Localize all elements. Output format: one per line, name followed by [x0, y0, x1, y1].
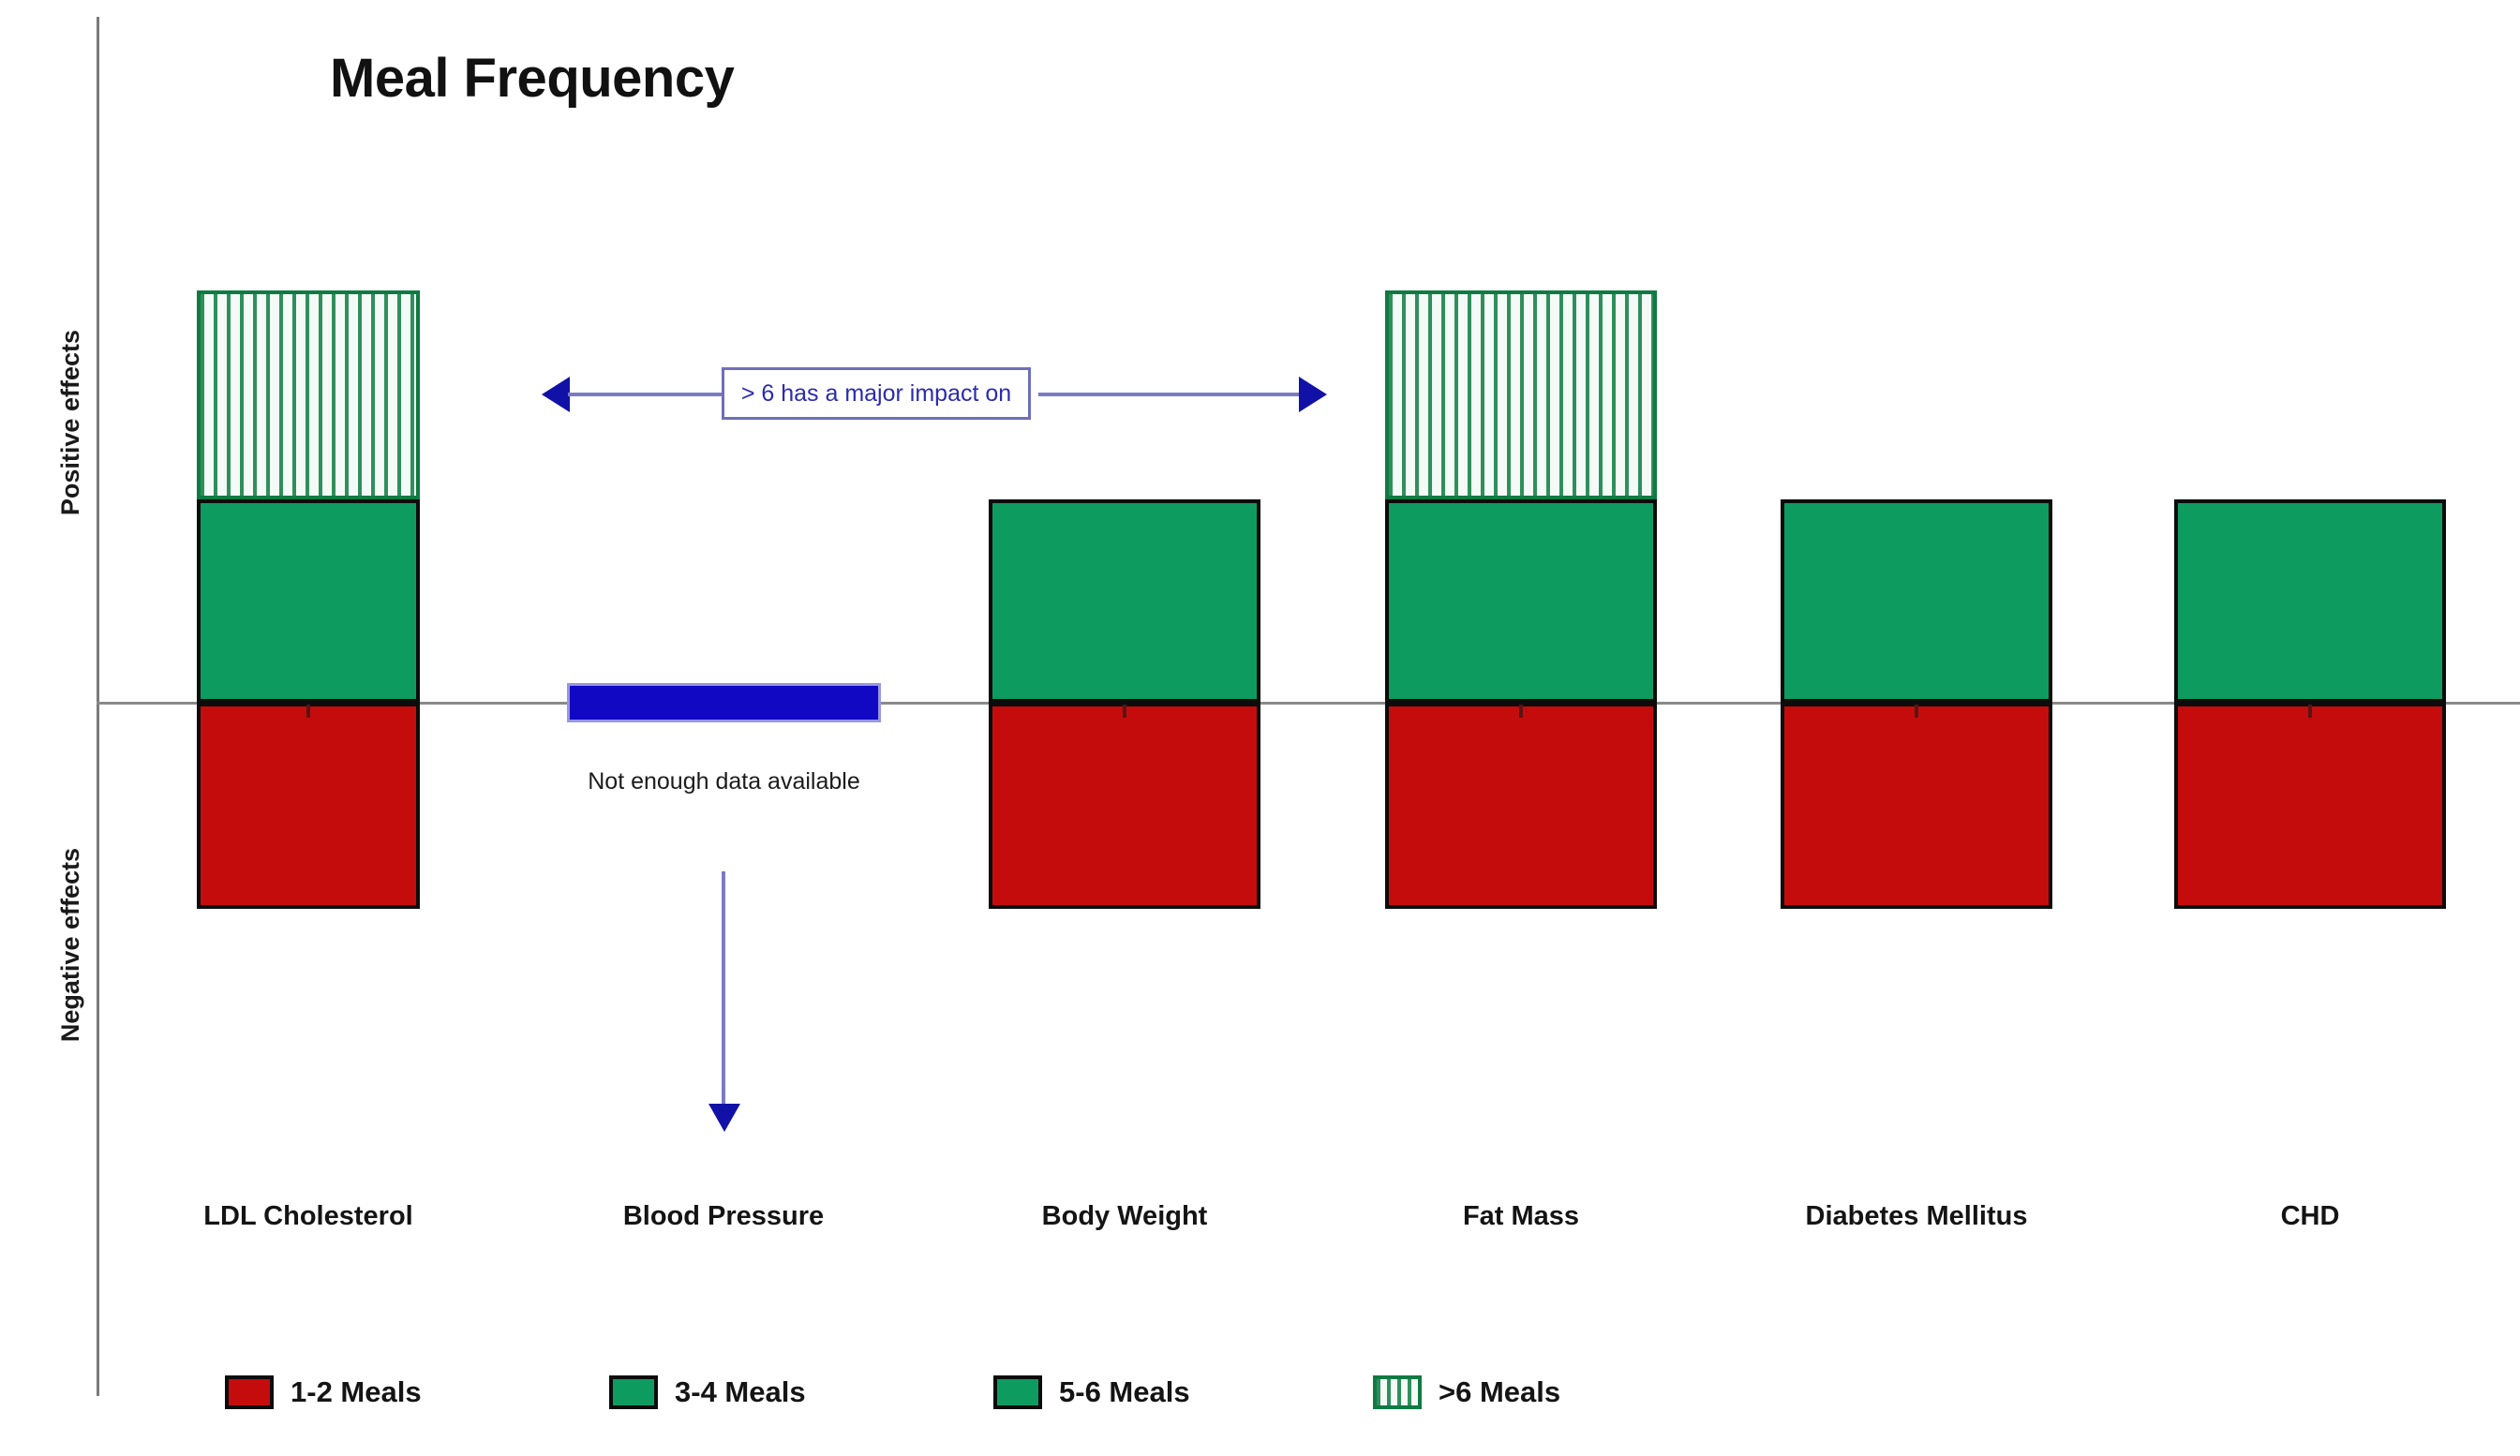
bar-segment-1-2-meals[interactable]	[989, 703, 1260, 909]
bar-segment-green-positive[interactable]	[1385, 499, 1657, 703]
callout-arrow-head-right	[1299, 377, 1327, 412]
bar-segment-over6-meals[interactable]	[197, 290, 420, 499]
callout-arrow-head-left	[542, 377, 570, 412]
legend-swatch-icon	[1373, 1375, 1422, 1409]
bar-segment-1-2-meals[interactable]	[1781, 703, 2052, 909]
axis-label-positive: Positive effects	[56, 330, 84, 516]
legend-item-3-4-meals[interactable]: 3-4 Meals	[609, 1375, 806, 1409]
bar-segment-over6-meals[interactable]	[1385, 290, 1657, 499]
legend-label: 1-2 Meals	[291, 1375, 422, 1408]
legend-label: 3-4 Meals	[675, 1375, 806, 1408]
bar-group-diabetes-mellitus[interactable]	[1781, 0, 2052, 1456]
bar-tick-stub	[306, 705, 310, 718]
x-tick-label-chd: CHD	[2280, 1201, 2340, 1231]
bar-segment-1-2-meals[interactable]	[1385, 703, 1657, 909]
zero-baseline	[97, 702, 2520, 705]
x-tick-label-blood-pressure: Blood Pressure	[622, 1201, 825, 1231]
no-data-note: Not enough data available	[588, 768, 860, 795]
x-tick-label-ldl-cholesterol: LDL Cholesterol	[203, 1201, 413, 1231]
bar-tick-stub	[1123, 705, 1126, 718]
callout-arrow-line-left	[568, 393, 722, 396]
bar-segment-1-2-meals[interactable]	[197, 703, 420, 909]
bar-segment-1-2-meals[interactable]	[2174, 703, 2446, 909]
page-title: Meal Frequency	[330, 48, 735, 109]
bar-segment-green-positive[interactable]	[2174, 499, 2446, 703]
bar-tick-stub	[1519, 705, 1523, 718]
bar-segment-green-positive[interactable]	[1781, 499, 2052, 703]
bar-segment-green-positive[interactable]	[989, 499, 1260, 703]
no-data-arrow-head	[708, 1104, 740, 1132]
bar-group-body-weight[interactable]	[989, 0, 1260, 1456]
legend-label: >6 Meals	[1439, 1375, 1561, 1408]
x-tick-label-body-weight: Body Weight	[1041, 1201, 1208, 1231]
no-data-arrow-line	[722, 871, 725, 1106]
legend-item-5-6-meals[interactable]: 5-6 Meals	[993, 1375, 1190, 1409]
x-tick-label-diabetes-mellitus: Diabetes Mellitus	[1805, 1201, 2028, 1231]
bar-group-blood-pressure[interactable]: Not enough data available	[567, 0, 881, 1456]
legend-item-1-2-meals[interactable]: 1-2 Meals	[225, 1375, 422, 1409]
bar-tick-stub	[2308, 705, 2312, 718]
legend-swatch-icon	[225, 1375, 274, 1409]
legend-swatch-icon	[993, 1375, 1042, 1409]
axis-label-negative: Negative effects	[56, 848, 84, 1043]
callout-arrow-line-right	[1038, 393, 1299, 396]
legend-swatch-icon	[609, 1375, 658, 1409]
bar-group-chd[interactable]	[2174, 0, 2446, 1456]
x-tick-label-fat-mass: Fat Mass	[1462, 1201, 1580, 1231]
bar-group-fat-mass[interactable]	[1385, 0, 1657, 1456]
bar-segment-green-positive[interactable]	[197, 499, 420, 703]
y-axis-spine	[97, 17, 99, 1396]
legend-item-over-6-meals[interactable]: >6 Meals	[1373, 1375, 1560, 1409]
callout-box[interactable]: > 6 has a major impact on	[722, 367, 1031, 420]
legend-label: 5-6 Meals	[1059, 1375, 1190, 1408]
bar-segment-no-data[interactable]	[567, 683, 881, 722]
bar-tick-stub	[1915, 705, 1918, 718]
bar-group-ldl-cholesterol[interactable]	[197, 0, 420, 1456]
